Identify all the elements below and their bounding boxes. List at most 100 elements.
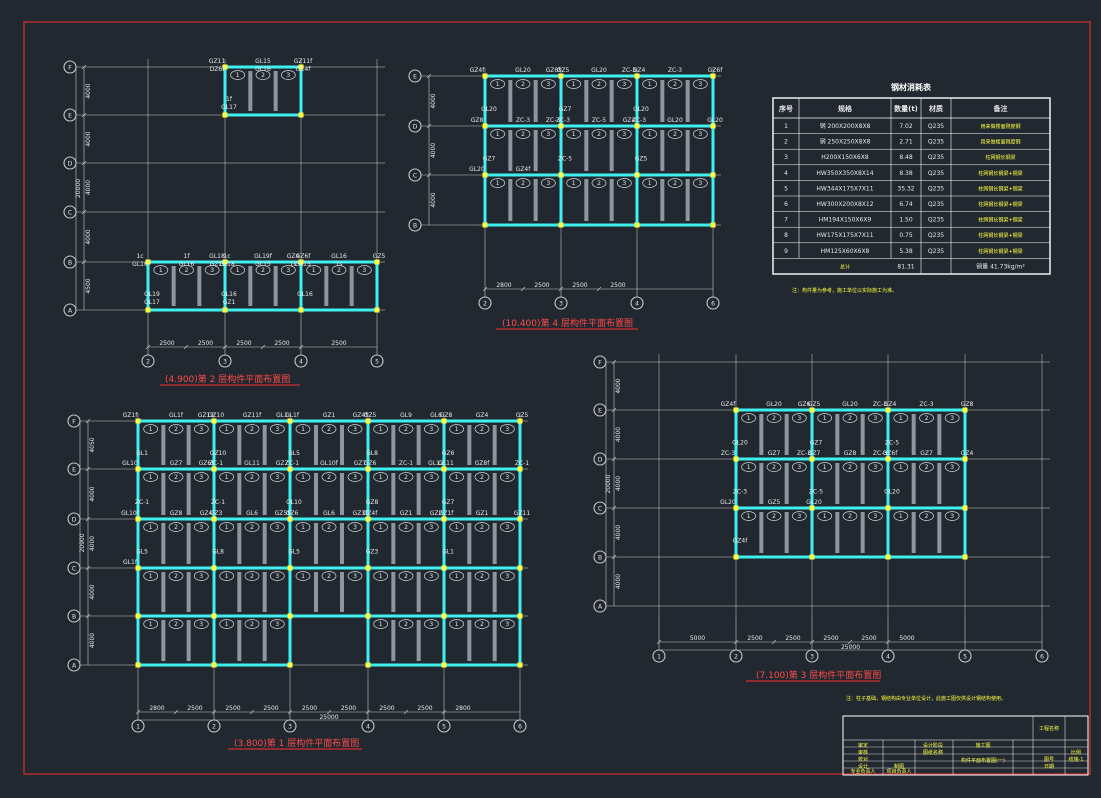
steel-beam-bay bbox=[635, 173, 715, 227]
member-label: GZ10 bbox=[208, 412, 225, 419]
section-tag bbox=[204, 265, 220, 275]
member-label: ZC-3 bbox=[873, 450, 887, 457]
member-label: GZ11f bbox=[243, 412, 262, 419]
steel-column bbox=[441, 565, 447, 571]
steel-column bbox=[962, 407, 968, 413]
member-label: GZ6f bbox=[199, 460, 215, 467]
member-label: GZ8f bbox=[475, 460, 491, 467]
member-label: ZC-3 bbox=[622, 67, 636, 74]
member-label: ZC-5 bbox=[558, 156, 572, 163]
section-tag-number: 3 bbox=[546, 81, 550, 88]
member-label: ZC-3 bbox=[797, 450, 811, 457]
table-cell: 2 bbox=[784, 139, 788, 146]
member-label: GL16 bbox=[331, 253, 347, 260]
section-tag-number: 2 bbox=[772, 464, 776, 471]
axis-label-row: A bbox=[598, 603, 603, 610]
member-label: GZ1 bbox=[400, 510, 413, 517]
section-tag bbox=[219, 424, 235, 434]
member-label: GZ6f bbox=[296, 253, 312, 260]
section-tag bbox=[642, 79, 658, 89]
table-cell: 1.50 bbox=[899, 217, 913, 224]
section-tag bbox=[766, 413, 782, 423]
member-label: GZ4 bbox=[200, 510, 213, 517]
member-label: GL1 bbox=[136, 450, 148, 457]
steel-column bbox=[287, 516, 293, 522]
steel-column bbox=[365, 466, 371, 472]
dim-text-vertical: 4000 bbox=[615, 427, 622, 442]
dim-tick bbox=[611, 359, 617, 365]
section-tag-number: 2 bbox=[261, 72, 265, 79]
steel-column bbox=[222, 259, 228, 265]
section-tag bbox=[398, 619, 414, 629]
steel-column bbox=[809, 554, 815, 560]
section-tag-number: 2 bbox=[250, 573, 254, 580]
section-tag-number: 3 bbox=[275, 474, 279, 481]
section-tag bbox=[449, 522, 465, 532]
section-tag-number: 1 bbox=[149, 573, 153, 580]
member-label: GZ5 bbox=[808, 401, 821, 408]
table-cell: 柱网钢长钢梁+钢梁 bbox=[978, 201, 1022, 208]
member-label: ZC-3 bbox=[721, 450, 735, 457]
dim-tick bbox=[809, 639, 815, 645]
steel-column bbox=[298, 307, 304, 313]
member-label: GL20 bbox=[633, 106, 649, 113]
table-cell: 8.48 bbox=[899, 154, 913, 161]
steel-column bbox=[962, 554, 968, 560]
dim-tick bbox=[847, 639, 853, 645]
table-cell: 2.71 bbox=[899, 139, 913, 146]
steel-column bbox=[441, 516, 447, 522]
steel-column bbox=[809, 505, 815, 511]
member-label: GZ7 bbox=[354, 460, 367, 467]
section-tag bbox=[143, 571, 159, 581]
steel-column bbox=[211, 466, 217, 472]
section-tag bbox=[449, 571, 465, 581]
section-tag-number: 1 bbox=[899, 513, 903, 520]
steel-column bbox=[211, 662, 217, 668]
section-tag-number: 2 bbox=[521, 131, 525, 138]
steel-column bbox=[287, 565, 293, 571]
dim-tick bbox=[249, 709, 255, 715]
title-block-cell: 图号 bbox=[1044, 757, 1054, 763]
table-cell: 6 bbox=[784, 201, 788, 208]
axis-label-row: C bbox=[598, 505, 602, 512]
section-tag bbox=[321, 571, 337, 581]
section-tag bbox=[398, 424, 414, 434]
steel-column bbox=[298, 112, 304, 118]
member-label: GZ7 bbox=[920, 450, 933, 457]
axis-label-col: 3 bbox=[223, 358, 227, 365]
axis-label-row: D bbox=[598, 456, 603, 463]
steel-column bbox=[365, 565, 371, 571]
dim-tick bbox=[222, 344, 228, 350]
axis-label-row: C bbox=[68, 209, 72, 216]
member-label: GZ7 bbox=[483, 156, 496, 163]
section-tag bbox=[766, 462, 782, 472]
dim-tick bbox=[81, 112, 87, 118]
dim-text-vertical: 4000 bbox=[615, 476, 622, 491]
section-tag-number: 3 bbox=[353, 426, 357, 433]
member-label: GZ7 bbox=[276, 460, 289, 467]
member-label: GZ11 bbox=[198, 412, 215, 419]
section-tag bbox=[893, 511, 909, 521]
axis-label-col: 5 bbox=[375, 358, 379, 365]
section-tag bbox=[168, 522, 184, 532]
section-tag bbox=[255, 70, 271, 80]
member-label: GZ5f bbox=[275, 510, 291, 517]
table-cell: 1 bbox=[784, 123, 788, 130]
steel-column bbox=[634, 172, 640, 178]
section-tag-number: 2 bbox=[404, 474, 408, 481]
section-tag-number: 1 bbox=[301, 524, 305, 531]
section-tag-number: 3 bbox=[797, 513, 801, 520]
member-label: GL15 bbox=[295, 261, 311, 268]
steel-column bbox=[222, 112, 228, 118]
axis-label-row: D bbox=[413, 123, 418, 130]
member-label: GL20 bbox=[481, 106, 497, 113]
section-tag bbox=[842, 413, 858, 423]
steel-column bbox=[962, 456, 968, 462]
dim-tick bbox=[611, 505, 617, 511]
section-tag bbox=[269, 472, 285, 482]
section-tag-number: 1 bbox=[225, 621, 229, 628]
member-label: GL8 bbox=[366, 450, 378, 457]
